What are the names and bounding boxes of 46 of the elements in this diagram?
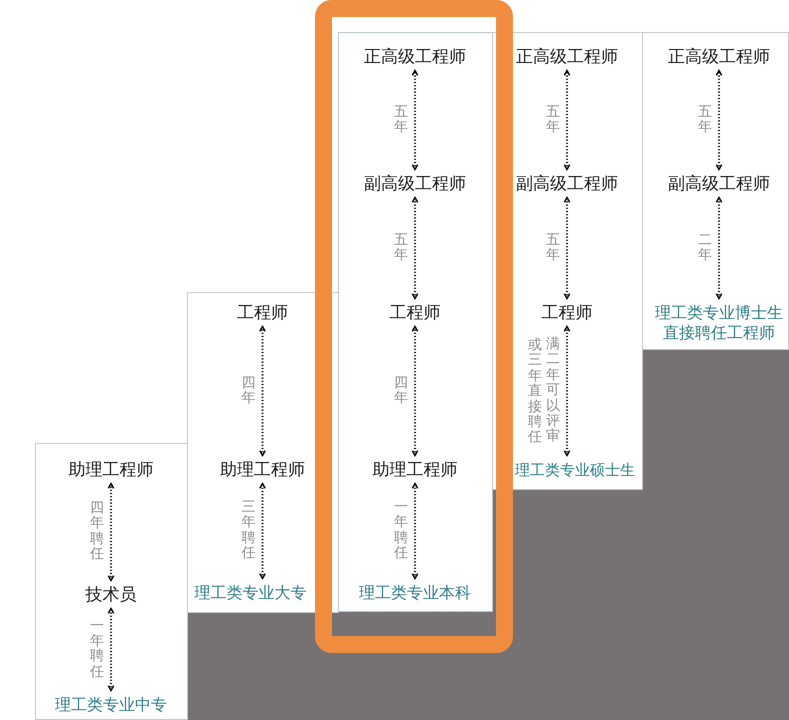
note-text: 或三年直接聘任 bbox=[528, 338, 542, 446]
column-panel bbox=[642, 32, 789, 350]
edge-label: 五年 bbox=[394, 232, 408, 264]
double-arrow bbox=[259, 326, 266, 456]
edge-label: 四年 bbox=[394, 376, 408, 406]
job-title: 副高级工程师 bbox=[668, 170, 770, 198]
double-arrow bbox=[564, 196, 570, 300]
job-title: 助理工程师 bbox=[220, 456, 305, 484]
job-title: 正高级工程师 bbox=[364, 42, 466, 70]
job-title: 技术员 bbox=[86, 580, 136, 608]
edge-label: 五年 bbox=[394, 104, 408, 136]
edge-label: 三年聘任 bbox=[242, 500, 256, 562]
job-title: 工程师 bbox=[542, 298, 592, 326]
degree-text: 理工类专业大专 bbox=[194, 578, 306, 606]
edge-label: 二年 bbox=[698, 232, 712, 264]
edge-label: 四年 bbox=[242, 376, 256, 406]
column-panel bbox=[338, 32, 493, 612]
double-arrow bbox=[108, 482, 114, 582]
double-arrow bbox=[716, 70, 722, 170]
double-arrow bbox=[564, 70, 570, 170]
double-arrow bbox=[412, 70, 418, 170]
column-panel bbox=[35, 443, 188, 720]
job-title: 副高级工程师 bbox=[516, 170, 618, 198]
job-title: 工程师 bbox=[390, 298, 440, 326]
job-title: 正高级工程师 bbox=[516, 42, 618, 70]
job-title: 工程师 bbox=[237, 298, 288, 326]
job-title: 助理工程师 bbox=[68, 456, 154, 484]
job-title: 助理工程师 bbox=[372, 456, 458, 484]
degree-text: 理工类专业硕士生 bbox=[515, 456, 635, 484]
edge-label: 五年 bbox=[546, 232, 560, 264]
edge-label: 五年 bbox=[698, 104, 712, 136]
double-arrow bbox=[108, 608, 114, 692]
edge-label: 五年 bbox=[546, 104, 560, 136]
double-arrow bbox=[412, 326, 418, 456]
job-title: 副高级工程师 bbox=[364, 170, 466, 198]
degree-text: 理工类专业本科 bbox=[359, 578, 471, 606]
edge-label: 四年聘任 bbox=[90, 501, 104, 563]
degree-text: 理工类专业中专 bbox=[55, 690, 167, 718]
double-arrow bbox=[716, 196, 722, 300]
edge-label: 满二年可以评审 bbox=[546, 337, 560, 445]
double-arrow bbox=[412, 196, 418, 300]
double-arrow bbox=[412, 482, 418, 580]
degree-text: 理工类专业博士生直接聘任工程师 bbox=[654, 298, 784, 346]
double-arrow bbox=[564, 326, 570, 456]
job-title: 正高级工程师 bbox=[668, 42, 770, 70]
double-arrow bbox=[259, 482, 266, 580]
